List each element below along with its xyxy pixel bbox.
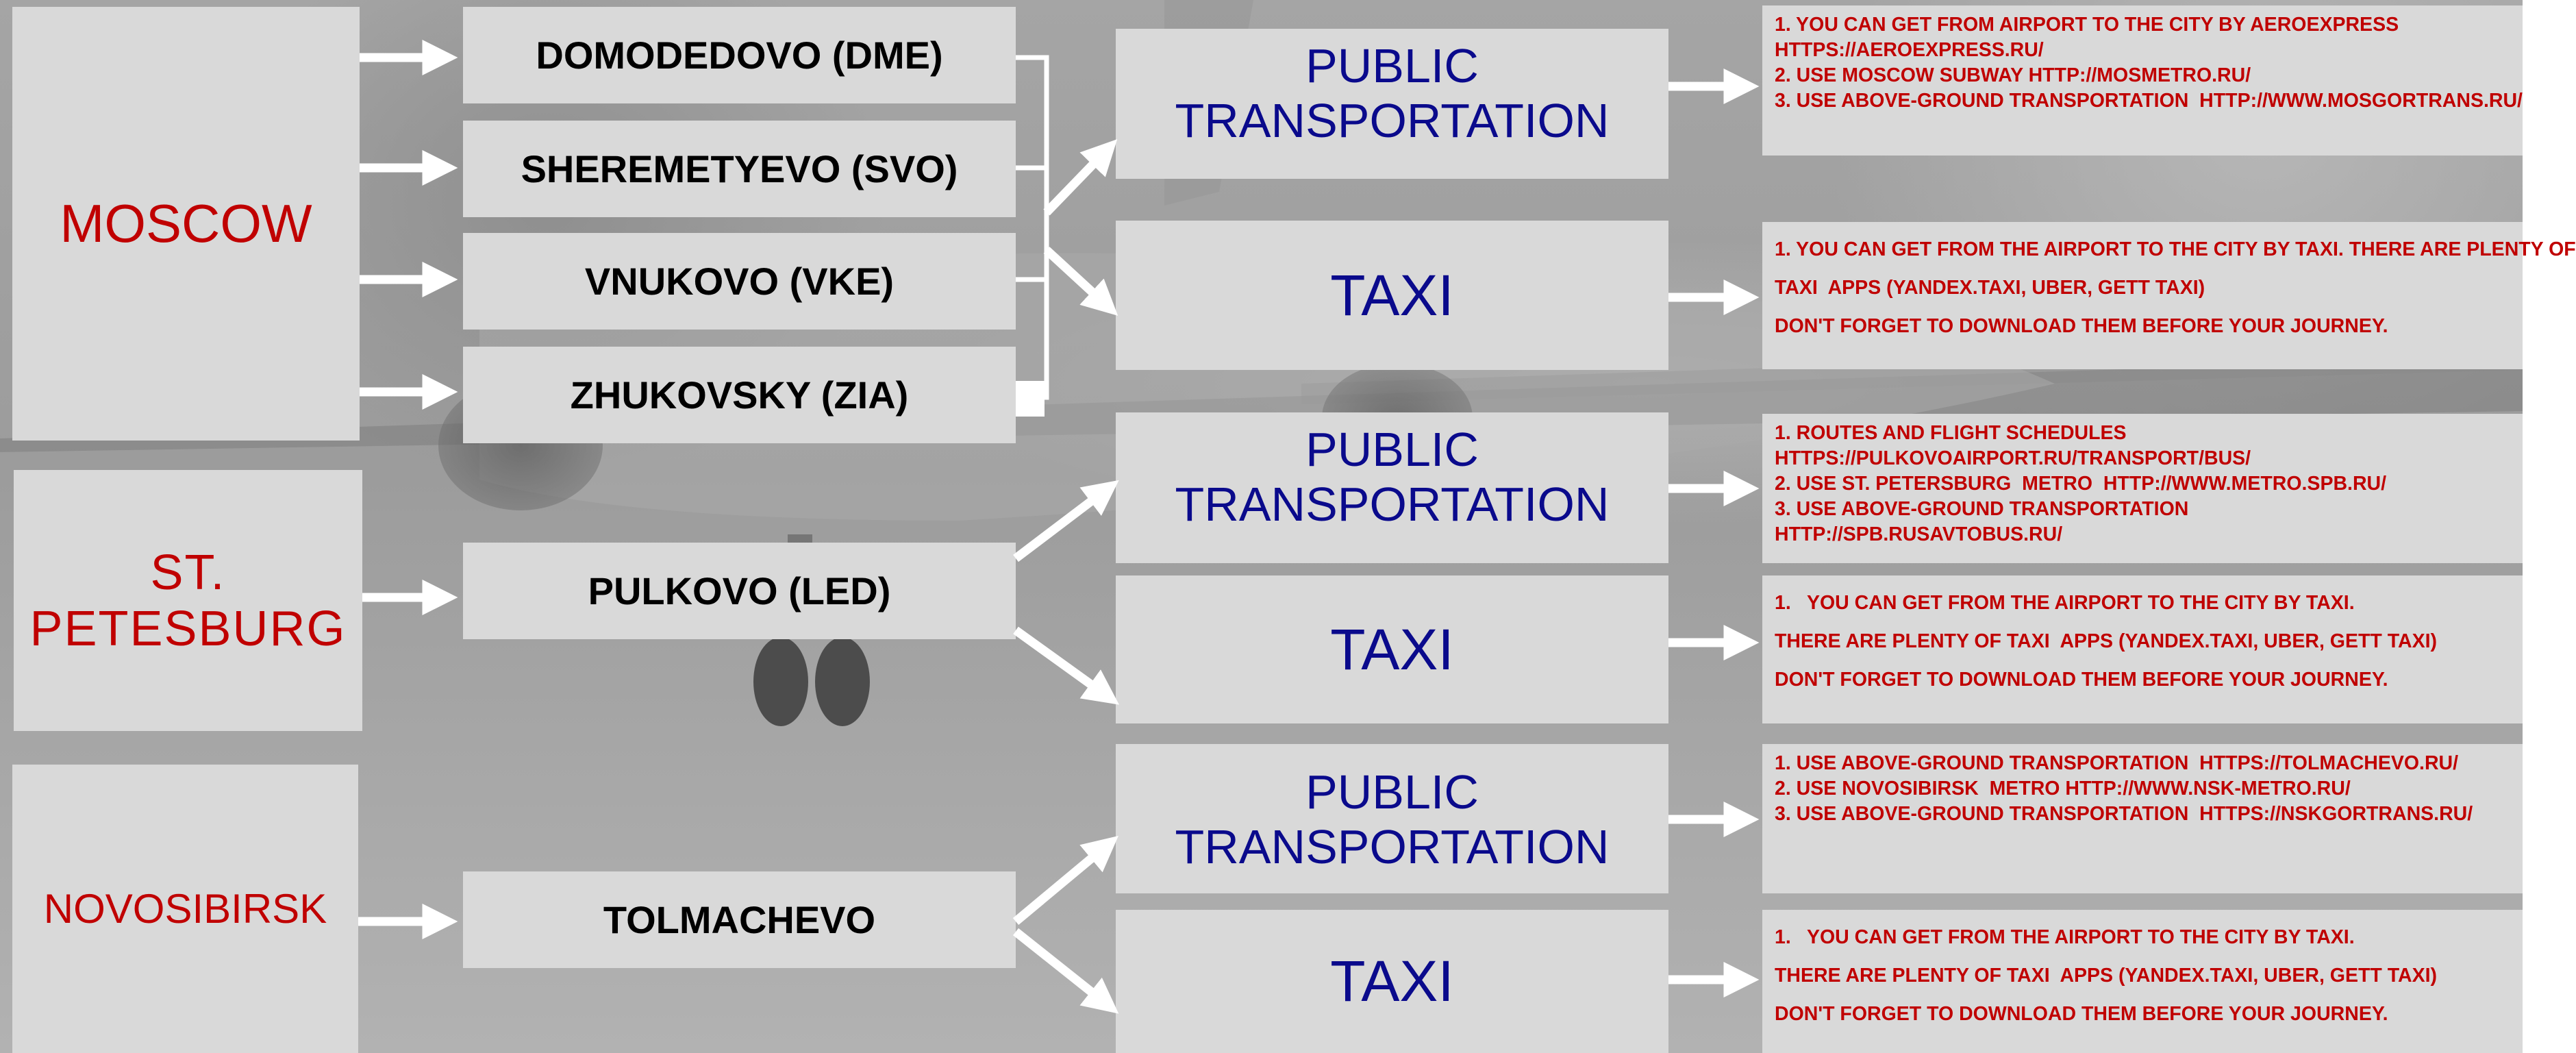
info-text-nsk-public: 1. USE ABOVE-GROUND TRANSPORTATION HTTPS… bbox=[1775, 751, 2473, 827]
info-line: 2. USE ST. PETERSBURG METRO HTTP://WWW.M… bbox=[1775, 473, 2387, 495]
info-line: 2. USE NOVOSIBIRSK METRO HTTP://WWW.NSK-… bbox=[1775, 778, 2351, 800]
city-box-st-petersburg: ST. PETESBURG bbox=[14, 470, 362, 731]
info-line: HTTP://SPB.RUSAVTOBUS.RU/ bbox=[1775, 523, 2063, 545]
airport-label-domodedovo: DOMODEDOVO (DME) bbox=[536, 34, 943, 77]
method-box-moscow-taxi: TAXI bbox=[1116, 221, 1668, 370]
airport-box-vnukovo: VNUKOVO (VKE) bbox=[463, 233, 1016, 330]
info-box-moscow-taxi: 1. YOU CAN GET FROM THE AIRPORT TO THE C… bbox=[1762, 222, 2576, 369]
info-line: THERE ARE PLENTY OF TAXI APPS (YANDEX.TA… bbox=[1775, 965, 2437, 987]
info-line: HTTPS://PULKOVOAIRPORT.RU/TRANSPORT/BUS/ bbox=[1775, 447, 2251, 469]
moscow-airports-bracket bbox=[1016, 55, 1049, 400]
arrow-moscow-to-public bbox=[1043, 139, 1118, 216]
airport-box-sheremetyevo: SHEREMETYEVO (SVO) bbox=[463, 121, 1016, 217]
info-line: TAXI APPS (YANDEX.TAXI, UBER, GETT TAXI) bbox=[1775, 277, 2205, 299]
info-line: DON'T FORGET TO DOWNLOAD THEM BEFORE YOU… bbox=[1775, 1003, 2388, 1025]
method-box-moscow-public: PUBLIC TRANSPORTATION bbox=[1116, 29, 1668, 179]
info-line: 1. ROUTES AND FLIGHT SCHEDULES bbox=[1775, 422, 2127, 444]
method-label-spb-public: PUBLIC TRANSPORTATION bbox=[1175, 423, 1610, 531]
method-box-spb-taxi: TAXI bbox=[1116, 575, 1668, 723]
info-text-moscow-taxi: 1. YOU CAN GET FROM THE AIRPORT TO THE C… bbox=[1775, 230, 2576, 345]
info-line: DON'T FORGET TO DOWNLOAD THEM BEFORE YOU… bbox=[1775, 669, 2388, 691]
arrow-tolmachevo-to-taxi bbox=[1012, 928, 1119, 1014]
airport-box-pulkovo: PULKOVO (LED) bbox=[463, 543, 1016, 639]
info-line: 3. USE ABOVE-GROUND TRANSPORTATION HTTPS… bbox=[1775, 803, 2473, 825]
airport-label-vnukovo: VNUKOVO (VKE) bbox=[584, 260, 895, 303]
airport-box-zhukovsky: ZHUKOVSKY (ZIA) bbox=[463, 347, 1016, 443]
info-box-moscow-public: 1. YOU CAN GET FROM AIRPORT TO THE CITY … bbox=[1762, 5, 2523, 156]
city-label-novosibirsk: NOVOSIBIRSK bbox=[43, 886, 327, 932]
arrow-moscow-to-taxi bbox=[1043, 247, 1118, 316]
info-box-nsk-public: 1. USE ABOVE-GROUND TRANSPORTATION HTTPS… bbox=[1762, 744, 2523, 893]
info-text-spb-public: 1. ROUTES AND FLIGHT SCHEDULES HTTPS://PU… bbox=[1775, 421, 2386, 547]
airport-label-tolmachevo: TOLMACHEVO bbox=[603, 898, 876, 941]
info-line: DON'T FORGET TO DOWNLOAD THEM BEFORE YOU… bbox=[1775, 315, 2388, 337]
info-line: 1. YOU CAN GET FROM THE AIRPORT TO THE C… bbox=[1775, 926, 2355, 948]
method-box-nsk-public: PUBLIC TRANSPORTATION bbox=[1116, 744, 1668, 893]
arrow-pulkovo-to-taxi bbox=[1013, 626, 1119, 705]
method-label-moscow-public: PUBLIC TRANSPORTATION bbox=[1175, 39, 1610, 147]
info-line: HTTPS://AEROEXPRESS.RU/ bbox=[1775, 39, 2044, 61]
info-text-nsk-taxi: 1. YOU CAN GET FROM THE AIRPORT TO THE C… bbox=[1775, 918, 2437, 1033]
info-text-spb-taxi: 1. YOU CAN GET FROM THE AIRPORT TO THE C… bbox=[1775, 584, 2437, 699]
info-line: 1. USE ABOVE-GROUND TRANSPORTATION HTTPS… bbox=[1775, 752, 2459, 774]
airport-box-domodedovo: DOMODEDOVO (DME) bbox=[463, 7, 1016, 103]
info-line: 3. USE ABOVE-GROUND TRANSPORTATION bbox=[1775, 498, 2189, 520]
city-label-st-petersburg: ST. PETESBURG bbox=[29, 545, 347, 656]
airport-label-pulkovo: PULKOVO (LED) bbox=[588, 569, 891, 612]
airport-label-sheremetyevo: SHEREMETYEVO (SVO) bbox=[521, 147, 958, 190]
info-line: 1. YOU CAN GET FROM THE AIRPORT TO THE C… bbox=[1775, 238, 2576, 260]
method-label-nsk-public: PUBLIC TRANSPORTATION bbox=[1175, 765, 1610, 874]
info-line: 1. YOU CAN GET FROM THE AIRPORT TO THE C… bbox=[1775, 592, 2355, 614]
info-line: 2. USE MOSCOW SUBWAY HTTP://MOSMETRO.RU/ bbox=[1775, 64, 2251, 86]
airport-label-zhukovsky: ZHUKOVSKY (ZIA) bbox=[570, 373, 909, 417]
city-box-moscow: MOSCOW bbox=[12, 7, 360, 441]
city-box-novosibirsk: NOVOSIBIRSK bbox=[12, 765, 358, 1053]
info-line: 1. YOU CAN GET FROM AIRPORT TO THE CITY … bbox=[1775, 14, 2399, 36]
method-box-nsk-taxi: TAXI bbox=[1116, 910, 1668, 1053]
info-box-spb-taxi: 1. YOU CAN GET FROM THE AIRPORT TO THE C… bbox=[1762, 575, 2523, 723]
method-label-spb-taxi: TAXI bbox=[1330, 617, 1454, 682]
info-box-spb-public: 1. ROUTES AND FLIGHT SCHEDULES HTTPS://PU… bbox=[1762, 414, 2523, 563]
info-line: THERE ARE PLENTY OF TAXI APPS (YANDEX.TA… bbox=[1775, 630, 2437, 652]
arrow-pulkovo-to-public bbox=[1013, 480, 1119, 562]
city-label-moscow: MOSCOW bbox=[60, 193, 312, 253]
info-text-moscow-public: 1. YOU CAN GET FROM AIRPORT TO THE CITY … bbox=[1775, 12, 2523, 114]
info-line: 3. USE ABOVE-GROUND TRANSPORTATION HTTP:… bbox=[1775, 90, 2523, 112]
airport-box-tolmachevo: TOLMACHEVO bbox=[463, 871, 1016, 968]
method-label-moscow-taxi: TAXI bbox=[1330, 262, 1454, 327]
info-box-nsk-taxi: 1. YOU CAN GET FROM THE AIRPORT TO THE C… bbox=[1762, 910, 2523, 1053]
connector-arrows bbox=[422, 40, 1760, 1014]
method-box-spb-public: PUBLIC TRANSPORTATION bbox=[1116, 412, 1668, 563]
arrow-tolmachevo-to-public bbox=[1012, 836, 1118, 925]
method-label-nsk-taxi: TAXI bbox=[1330, 949, 1454, 1013]
